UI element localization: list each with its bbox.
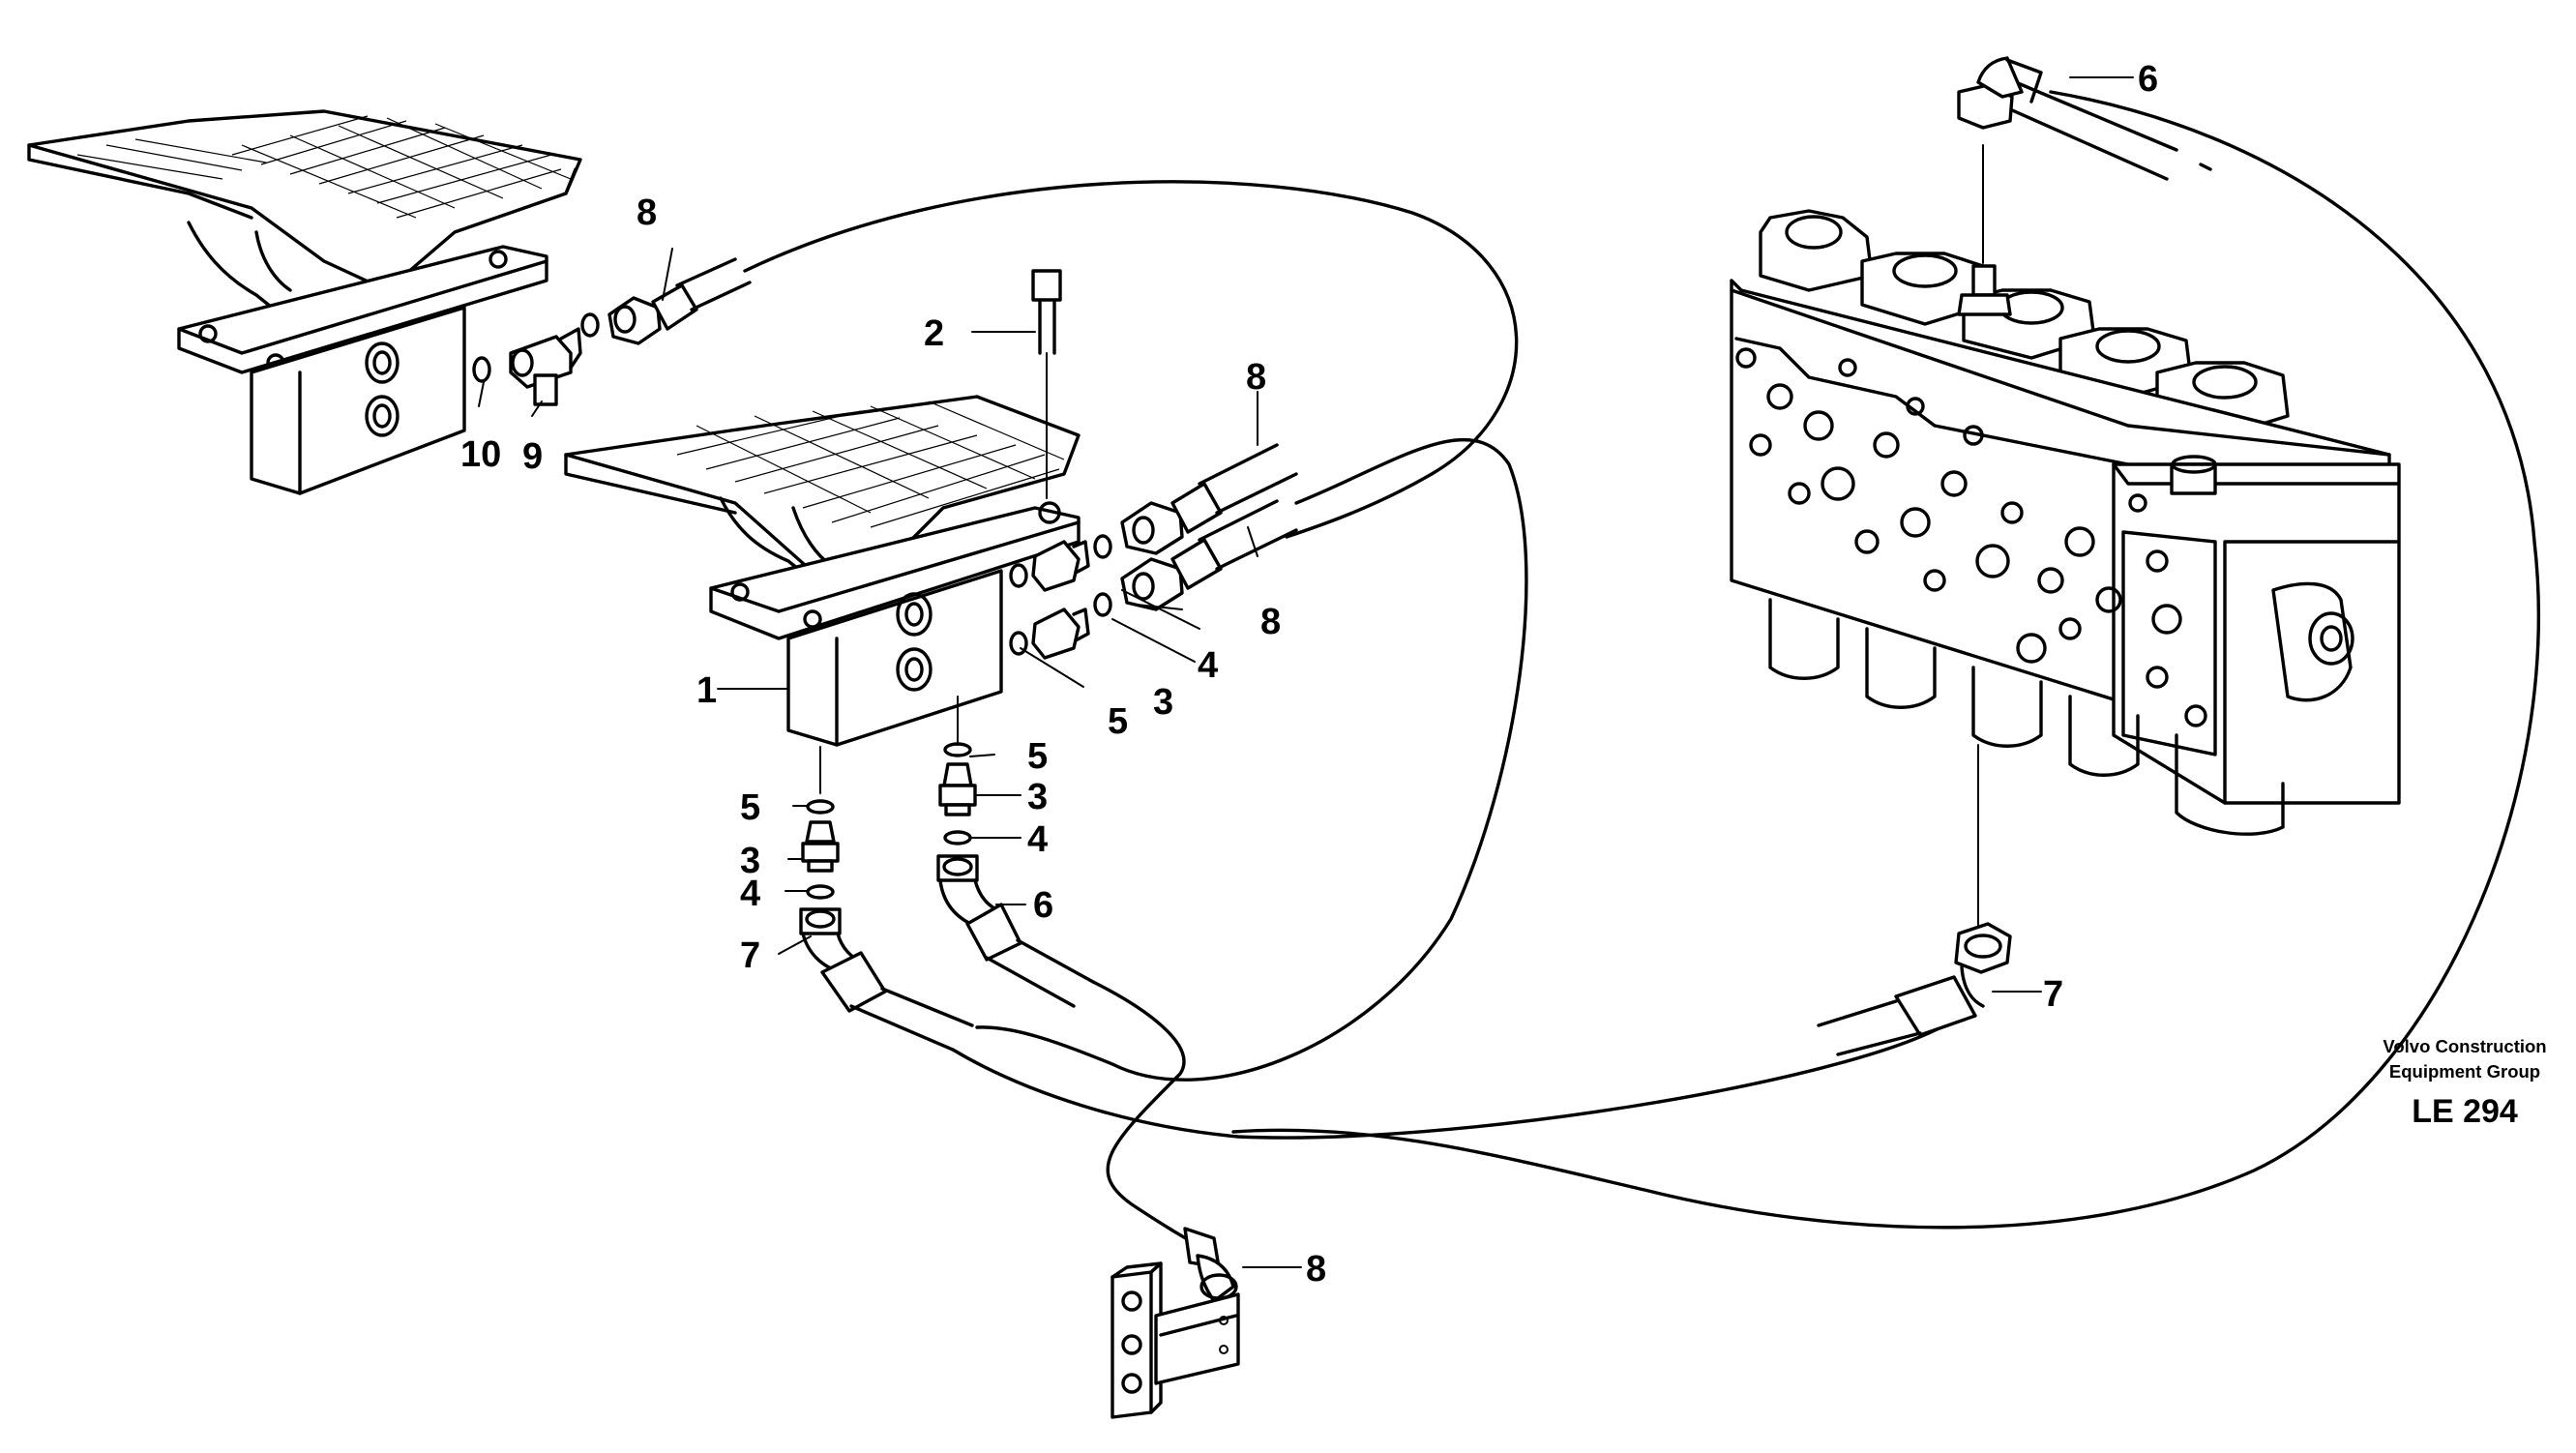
leader-lines: [478, 76, 2134, 1268]
company-name-line1: Volvo Construction: [2383, 1036, 2546, 1056]
callout-1: 1: [696, 670, 717, 711]
hose-fitting-8-bottom: [1183, 1227, 1238, 1303]
control-valve: [1730, 144, 2401, 930]
fittings-center-right: [1009, 443, 1298, 660]
fittings-stack-left: [799, 746, 974, 1052]
fittings-stack-right: [936, 696, 1095, 1008]
callout-3: 3: [740, 841, 760, 881]
hose-fitting-7-right: [1817, 922, 2012, 1056]
callout-5: 5: [1108, 701, 1128, 742]
callout-3: 3: [1153, 682, 1173, 723]
callout-4: 4: [1027, 819, 1048, 860]
callout-7: 7: [740, 935, 760, 976]
callout-8: 8: [1246, 357, 1266, 398]
callout-8: 8: [637, 193, 657, 233]
callout-10: 10: [460, 434, 501, 475]
callout-4: 4: [740, 874, 760, 914]
callout-6: 6: [2138, 59, 2158, 100]
callout-5: 5: [740, 787, 760, 828]
hoses: [743, 71, 2540, 1245]
bottom-bracket: [1110, 1261, 1240, 1419]
center-pedal: [564, 395, 1081, 747]
callout-2: 2: [924, 313, 944, 354]
callout-8: 8: [1306, 1249, 1326, 1290]
washer-10: [472, 356, 491, 383]
callout-3: 3: [1027, 777, 1048, 817]
drawing-code: LE 294: [2412, 1093, 2518, 1130]
callout-7: 7: [2043, 974, 2063, 1015]
tee-fitting-9: [509, 327, 582, 406]
callout-9: 9: [522, 436, 543, 477]
hose-fitting-8-upper: [607, 257, 752, 345]
callout-8: 8: [1260, 602, 1281, 642]
callout-6: 6: [1033, 885, 1053, 926]
hose-fitting-6-top: [1957, 56, 2043, 130]
company-name-line2: Equipment Group: [2389, 1061, 2540, 1082]
drawing-footer: Volvo Construction Equipment Group LE 29…: [2383, 1036, 2546, 1130]
callout-5: 5: [1027, 736, 1048, 777]
seal-ring-left: [580, 312, 600, 338]
left-pedal: [27, 109, 582, 495]
callout-labels: 1 2 3 3 3 4 4 4 5 5 5 6 6 7 7 8 8 8 8 9 …: [460, 59, 2158, 1290]
bolt-2: [1031, 269, 1062, 499]
callout-4: 4: [1198, 645, 1218, 686]
